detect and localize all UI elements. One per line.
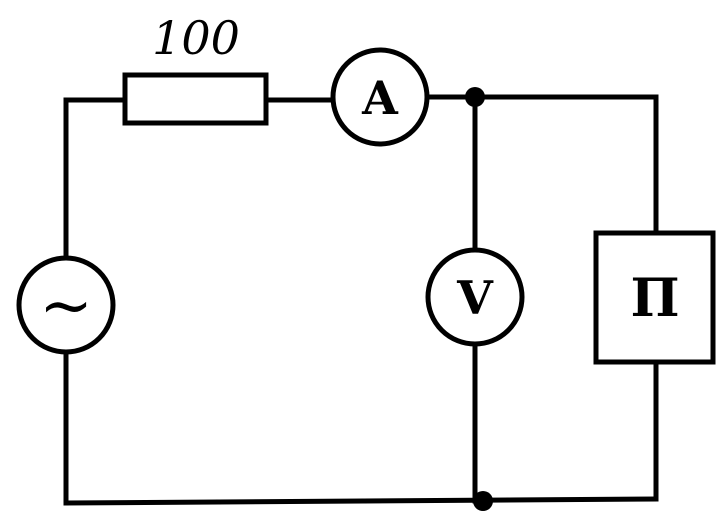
device-symbol: П <box>630 268 679 329</box>
ammeter: A <box>330 47 430 147</box>
ac-source-circle <box>16 255 116 355</box>
resistor-body <box>122 72 269 126</box>
ammeter-circle <box>330 47 430 147</box>
wire-bottom <box>63 496 659 506</box>
device: П <box>593 230 716 365</box>
device-box <box>593 230 716 365</box>
ac-source: ~ <box>16 255 116 355</box>
resistor-value-label: 100 <box>152 11 240 65</box>
resistor: 100 <box>122 11 269 126</box>
junction-top <box>465 87 485 107</box>
voltmeter-symbol: V <box>456 271 494 325</box>
wires <box>63 94 659 506</box>
ammeter-symbol: A <box>361 71 399 125</box>
ac-source-symbol: ~ <box>39 269 93 343</box>
voltmeter: V <box>425 247 525 347</box>
junction-bottom <box>473 491 493 511</box>
voltmeter-circle <box>425 247 525 347</box>
